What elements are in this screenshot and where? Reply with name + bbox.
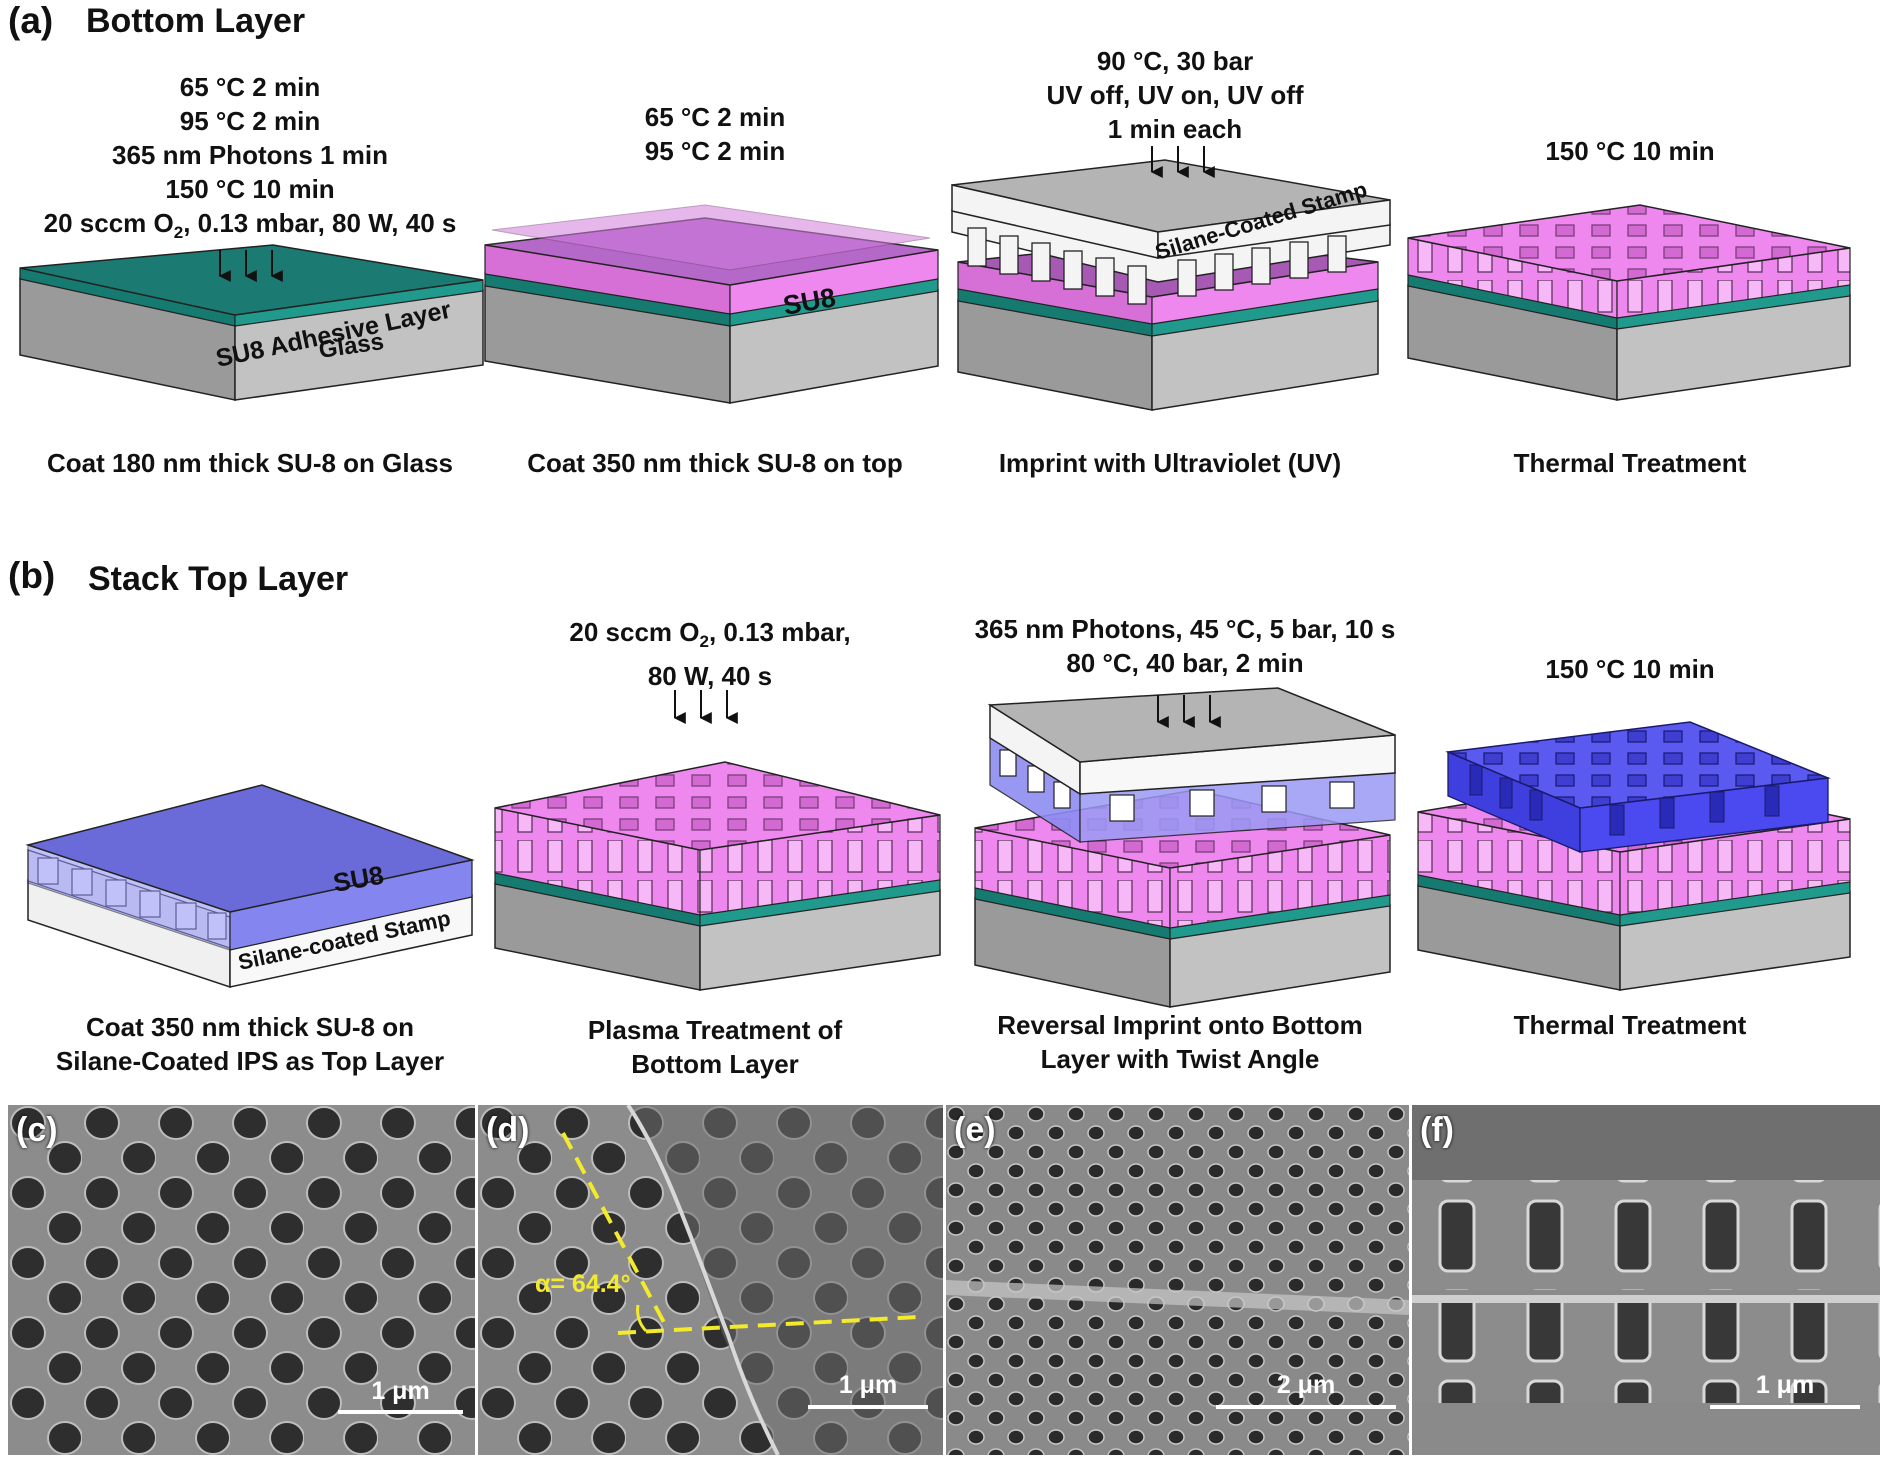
b3-caption: Reversal Imprint onto Bottom Layer with … bbox=[960, 1008, 1400, 1076]
panel-b-label: (b) bbox=[8, 555, 56, 596]
a1-plasma-post: , 0.13 mbar, 80 W, 40 s bbox=[183, 208, 457, 238]
b3-conditions: 365 nm Photons, 45 °C, 5 bar, 10 s 80 °C… bbox=[950, 612, 1420, 680]
b2-conditions: 20 sccm O2, 0.13 mbar, 80 W, 40 s bbox=[520, 615, 900, 693]
b1-stack: SU8 Silane-coated Stamp bbox=[25, 784, 475, 989]
sem-d-scale-text: 1 μm bbox=[838, 1371, 898, 1399]
a1-plasma-sub: 2 bbox=[173, 223, 184, 243]
a3-stack: Silane-Coated Stamp bbox=[951, 146, 1391, 411]
sem-f-scale-text: 1 μm bbox=[1755, 1371, 1815, 1399]
sem-f-scalebar bbox=[1710, 1405, 1860, 1409]
sem-d-label: (d) bbox=[486, 1111, 530, 1149]
b1-caption-line-1: Coat 350 nm thick SU-8 on bbox=[86, 1012, 414, 1042]
sem-e-label: (e) bbox=[954, 1111, 996, 1149]
sem-d-texture bbox=[478, 1105, 943, 1455]
sem-e-texture bbox=[946, 1105, 1409, 1455]
a4-caption: Thermal Treatment bbox=[1440, 446, 1820, 480]
a3-caption-line: Imprint with Ultraviolet (UV) bbox=[998, 448, 1342, 478]
a1-caption-line: Coat 180 nm thick SU-8 on Glass bbox=[46, 448, 453, 478]
b3-caption-line-1: Reversal Imprint onto Bottom bbox=[997, 1010, 1363, 1040]
sem-e-scale-text: 2 μm bbox=[1276, 1371, 1336, 1399]
b4-cond-1: 150 °C 10 min bbox=[1545, 654, 1715, 684]
a4-conditions: 150 °C 10 min bbox=[1520, 134, 1740, 168]
sem-f-label: (f) bbox=[1420, 1111, 1454, 1149]
a1-cond-4: 150 °C 10 min bbox=[165, 174, 335, 204]
a1-cond-plasma: 20 sccm O2, 0.13 mbar, 80 W, 40 s bbox=[30, 206, 470, 250]
b2-cond-1: 80 W, 40 s bbox=[647, 661, 773, 692]
b4-caption: Thermal Treatment bbox=[1440, 1008, 1820, 1042]
a2-stack: SU8 bbox=[484, 204, 939, 404]
sem-d-angle: α= 64.4° bbox=[535, 1270, 631, 1298]
b3-stack bbox=[974, 687, 1396, 1008]
a3-cond-2: UV off, UV on, UV off bbox=[1046, 80, 1304, 110]
a1-plasma-pre: 20 sccm O bbox=[43, 208, 174, 238]
a1-cond-2: 95 °C 2 min bbox=[179, 106, 321, 136]
a2-cond-1: 65 °C 2 min bbox=[644, 102, 786, 132]
sem-f-texture bbox=[1412, 1105, 1880, 1455]
b1-caption: Coat 350 nm thick SU-8 on Silane-Coated … bbox=[20, 1010, 480, 1078]
a4-cond-1: 150 °C 10 min bbox=[1545, 136, 1715, 166]
sem-image-f: (f) 1 μm bbox=[1412, 1105, 1880, 1455]
a2-cond-2: 95 °C 2 min bbox=[644, 136, 786, 166]
sem-c-label: (c) bbox=[16, 1111, 58, 1149]
a3-cond-3: 1 min each bbox=[1107, 114, 1243, 144]
sem-image-e: (e) 2 μm bbox=[946, 1105, 1409, 1455]
sem-e-scalebar bbox=[1216, 1405, 1396, 1409]
b3-cond-1: 365 nm Photons, 45 °C, 5 bar, 10 s bbox=[974, 614, 1396, 644]
b2-caption: Plasma Treatment of Bottom Layer bbox=[505, 1013, 925, 1081]
sem-image-c: (c) 1 μm bbox=[8, 1105, 475, 1455]
a3-conditions: 90 °C, 30 bar UV off, UV on, UV off 1 mi… bbox=[1010, 44, 1340, 146]
sem-c-texture bbox=[8, 1105, 475, 1455]
b2-caption-line-2: Bottom Layer bbox=[631, 1049, 799, 1079]
sem-image-d: (d) α= 64.4° 1 μm bbox=[478, 1105, 943, 1455]
sem-c-scale-text: 1 μm bbox=[371, 1377, 430, 1405]
a4-stack bbox=[1407, 204, 1851, 401]
b4-stack bbox=[1417, 721, 1851, 991]
b2-plasma-pre: 20 sccm O bbox=[569, 617, 700, 647]
a2-caption: Coat 350 nm thick SU-8 on top bbox=[495, 446, 935, 480]
b1-caption-line-2: Silane-Coated IPS as Top Layer bbox=[55, 1046, 445, 1076]
a1-conditions: 65 °C 2 min 95 °C 2 min 365 nm Photons 1… bbox=[30, 70, 470, 250]
panel-b-title: Stack Top Layer bbox=[88, 560, 349, 598]
a3-caption: Imprint with Ultraviolet (UV) bbox=[960, 446, 1380, 480]
b2-cond-plasma: 20 sccm O2, 0.13 mbar, bbox=[520, 615, 900, 659]
a1-cond-3: 365 nm Photons 1 min bbox=[112, 140, 388, 170]
a1-cond-1: 65 °C 2 min bbox=[179, 72, 321, 102]
b2-plasma-post: , 0.13 mbar, bbox=[708, 617, 851, 647]
b3-caption-line-2: Layer with Twist Angle bbox=[1040, 1044, 1320, 1074]
panel-a-label: (a) bbox=[8, 0, 54, 41]
b2-stack bbox=[494, 690, 941, 991]
a1-caption: Coat 180 nm thick SU-8 on Glass bbox=[20, 446, 480, 480]
a3-cond-1: 90 °C, 30 bar bbox=[1096, 46, 1254, 76]
panel-a-title: Bottom Layer bbox=[86, 2, 306, 40]
sem-d-scalebar bbox=[808, 1405, 928, 1409]
b3-cond-2: 80 °C, 40 bar, 2 min bbox=[1066, 648, 1304, 678]
a2-conditions: 65 °C 2 min 95 °C 2 min bbox=[585, 100, 845, 168]
b2-plasma-sub: 2 bbox=[699, 632, 709, 652]
sem-c-scalebar bbox=[338, 1410, 463, 1414]
a1-stack: SU8 Adhesive Layer Glass bbox=[19, 244, 484, 401]
b4-caption-line-1: Thermal Treatment bbox=[1513, 1010, 1747, 1040]
a4-caption-line: Thermal Treatment bbox=[1513, 448, 1747, 478]
a2-caption-line: Coat 350 nm thick SU-8 on top bbox=[527, 448, 903, 478]
b2-caption-line-1: Plasma Treatment of bbox=[587, 1015, 843, 1045]
b4-conditions: 150 °C 10 min bbox=[1520, 652, 1740, 686]
